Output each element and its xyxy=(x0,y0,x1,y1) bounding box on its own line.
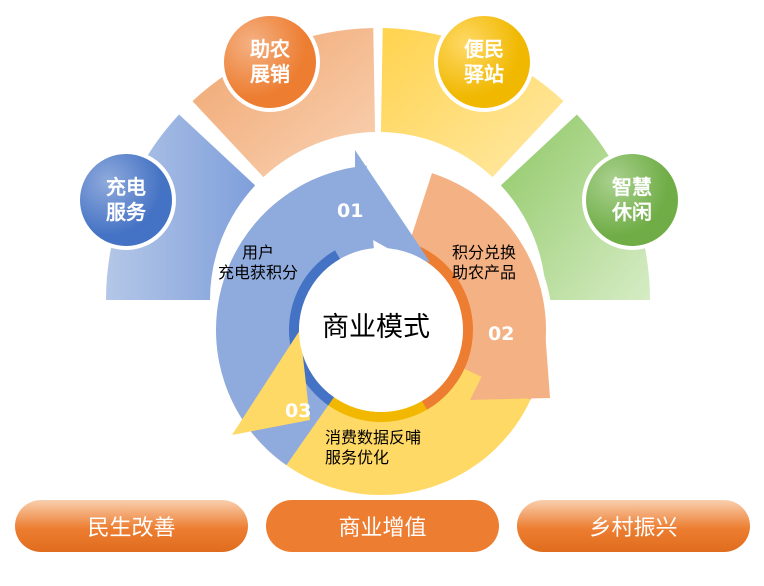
step-01-line2: 充电获积分 xyxy=(218,263,299,282)
step-02-line2: 助农产品 xyxy=(452,263,517,282)
arrowhead-03 xyxy=(232,330,310,435)
step-number-02: 02 xyxy=(488,323,515,345)
step-number-03: 03 xyxy=(285,400,312,422)
step-02-text: 积分兑换助农产品 xyxy=(452,243,516,283)
circle-agri-sales: 助农展销 xyxy=(220,12,320,112)
arrowhead-01 xyxy=(355,150,430,262)
pill-commercial-value: 商业增值 xyxy=(266,500,499,552)
pill-livelihood: 民生改善 xyxy=(15,500,248,552)
step-02-line1: 积分兑换 xyxy=(452,243,517,262)
circle-label-line2: 驿站 xyxy=(464,62,504,86)
center-title: 商业模式 xyxy=(322,312,430,343)
circle-label-line1: 充电 xyxy=(106,175,146,199)
circle-charging-service: 充电服务 xyxy=(76,150,176,250)
step-03-line2: 服务优化 xyxy=(325,448,390,467)
circle-convenience-station: 便民驿站 xyxy=(434,12,534,112)
circle-label-line1: 助农 xyxy=(250,37,290,61)
step-01-line1: 用户 xyxy=(242,243,275,262)
circle-label-line2: 服务 xyxy=(106,200,146,224)
circle-label-line1: 便民 xyxy=(464,37,504,61)
circle-label-line1: 智慧 xyxy=(612,175,652,199)
cycle-arrow-02-edge xyxy=(409,243,473,410)
step-03-text: 消费数据反哺服务优化 xyxy=(325,428,421,468)
arrowhead-02 xyxy=(470,330,550,400)
circle-smart-leisure: 智慧休闲 xyxy=(582,150,682,250)
step-03-line1: 消费数据反哺 xyxy=(325,428,422,447)
circle-label-line2: 休闲 xyxy=(612,200,652,224)
step-number-01: 01 xyxy=(337,200,364,222)
cycle-arrow-03-edge xyxy=(290,344,452,423)
fan-segment-charging xyxy=(106,114,256,300)
step-01-text: 用户充电获积分 xyxy=(218,243,298,283)
fan-segment-leisure xyxy=(500,114,650,300)
pill-rural-revitalization: 乡村振兴 xyxy=(517,500,750,552)
circle-label-line2: 展销 xyxy=(250,62,290,86)
center-circle xyxy=(299,248,463,412)
